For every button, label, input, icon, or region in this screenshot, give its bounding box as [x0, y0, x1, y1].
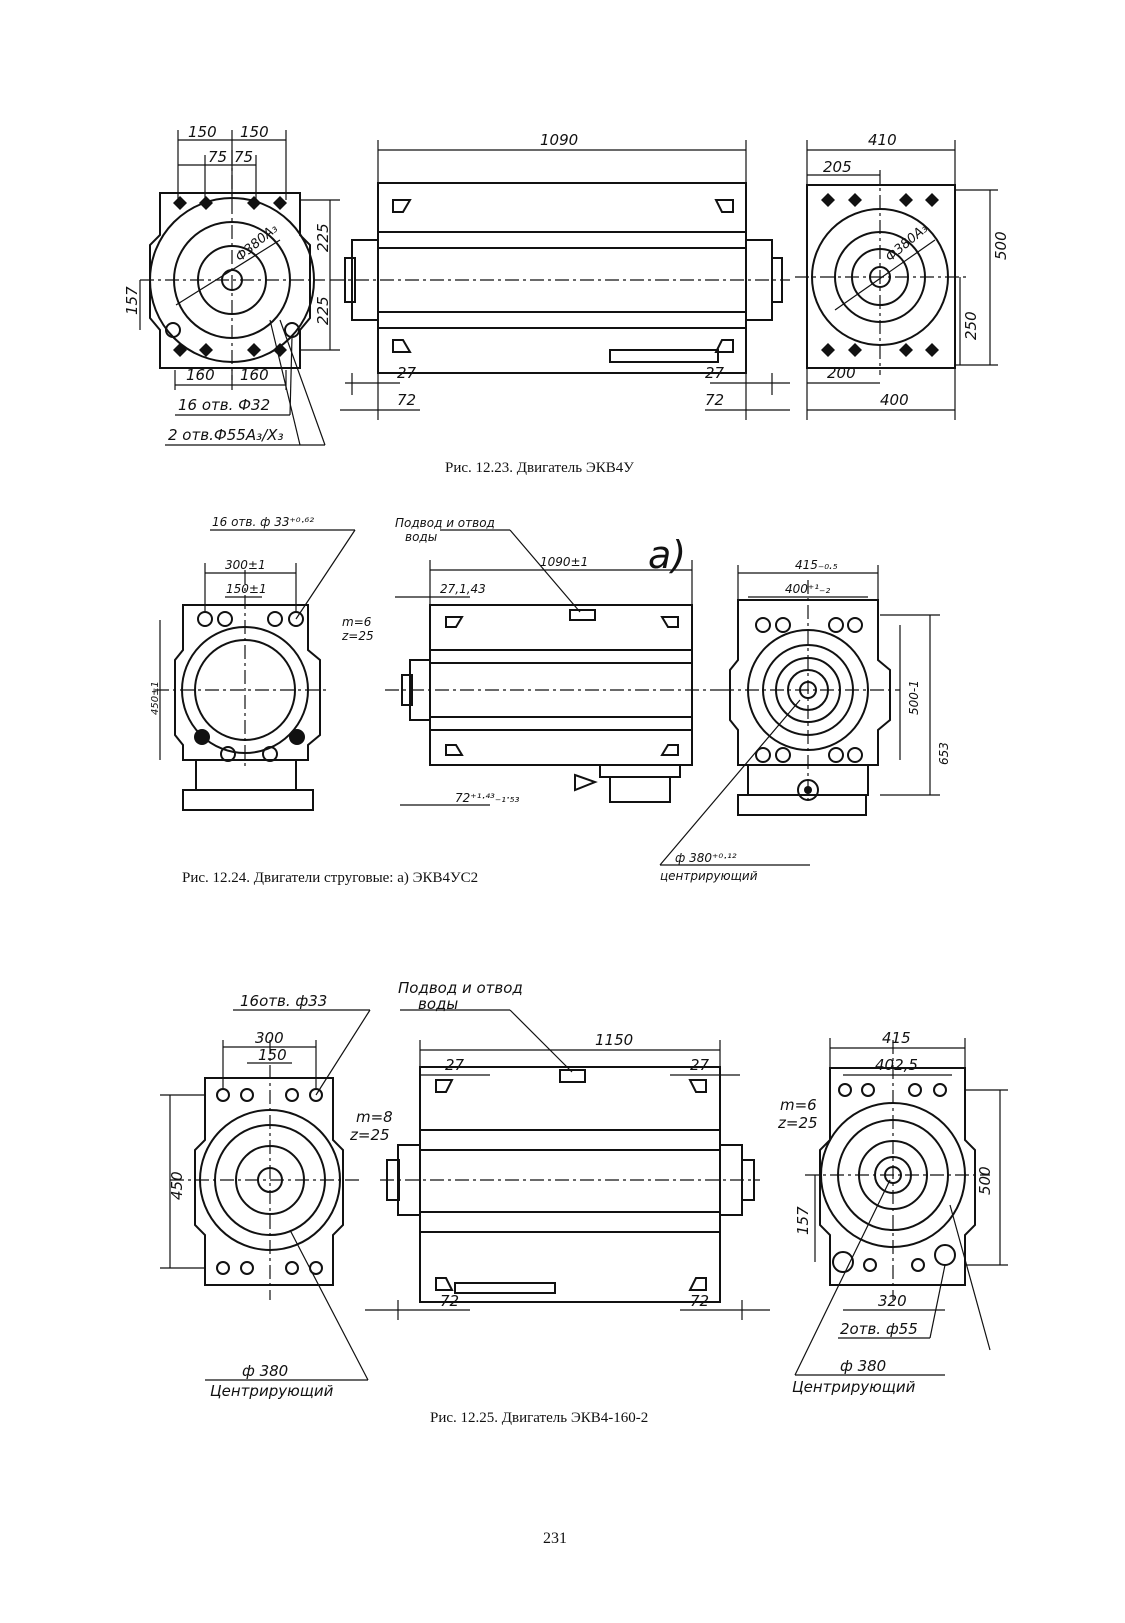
dim: 72 — [705, 391, 724, 409]
fig23-dimension-labels: 150 150 75 75 225 225 157 Ф380A₃ 160 160… — [123, 123, 1010, 444]
dim: Подвод и отвод — [398, 979, 523, 997]
figure-caption: Рис. 12.23. Двигатель ЭКВ4У — [445, 460, 634, 476]
dim: Подвод и отвод — [395, 516, 495, 530]
dim: 200 — [827, 364, 856, 382]
fig25-left-view — [160, 1009, 371, 1381]
dim: 150 — [258, 1046, 287, 1064]
dim: m=8 — [356, 1108, 393, 1126]
dim: z=25 — [349, 1126, 390, 1144]
fig25-right-view — [794, 1038, 1008, 1376]
dim: 157 — [794, 1206, 812, 1235]
figure-12-25: 16отв. ф33 300 150 450 Подвод и отвод во… — [160, 979, 1008, 1400]
dim: m=6 — [342, 615, 372, 629]
fig25-dimension-labels: 16отв. ф33 300 150 450 Подвод и отвод во… — [168, 979, 994, 1400]
dim: 415 — [882, 1029, 911, 1047]
dim: 16 отв. ф 33⁺⁰·⁶² — [212, 515, 314, 529]
fig23-side-view — [330, 140, 790, 420]
fig23-left-view — [139, 130, 340, 446]
dim: 160 — [186, 366, 215, 384]
figure-caption: Рис. 12.24. Двигатели струговые: а) ЭКВ4… — [182, 870, 479, 886]
fig24-side-view — [385, 529, 720, 806]
fig23-bolt-holes-left — [165, 196, 300, 357]
dim: 225 — [314, 296, 332, 325]
dim: 1090 — [540, 131, 578, 149]
dim: 500 — [976, 1166, 994, 1195]
dim: 150±1 — [226, 582, 267, 596]
fig24-left-view — [155, 529, 356, 811]
dim: 300 — [255, 1029, 284, 1047]
dim: 72 — [397, 391, 416, 409]
dim: 320 — [878, 1292, 907, 1310]
dim: 500 — [992, 231, 1010, 260]
dim: 250 — [962, 311, 980, 340]
dim: 150 — [188, 123, 217, 141]
dim: 653 — [937, 742, 951, 765]
dim: 2 отв.Ф55A₃/X₃ — [168, 426, 283, 444]
dim: 75 — [208, 148, 227, 166]
dim: 27 — [705, 364, 725, 382]
dim: ф 380 — [840, 1357, 886, 1375]
dim: 16 отв. Ф32 — [178, 396, 270, 414]
dim: 300±1 — [225, 558, 266, 572]
dim: 2отв. ф55 — [840, 1320, 918, 1338]
dim: 72 — [440, 1292, 459, 1310]
dim: Ф380A₃ — [883, 221, 931, 265]
dim: 225 — [314, 223, 332, 252]
dim: ф 380⁺⁰·¹² — [675, 851, 737, 865]
dim: 27 — [445, 1056, 465, 1074]
dim: 27,1,43 — [440, 582, 486, 596]
fig23-bolt-holes-right — [821, 193, 939, 357]
figure-label-a: а) — [648, 533, 686, 577]
dim: z=25 — [777, 1114, 818, 1132]
figure-12-24: 16 отв. ф 33⁺⁰·⁶² 300±1 150±1 450±1 m=6 … — [150, 515, 951, 883]
dim: 72 — [690, 1292, 709, 1310]
dim: m=6 — [780, 1096, 817, 1114]
page-number: 231 — [543, 1530, 567, 1547]
fig24-right-view — [659, 565, 940, 866]
dim: 402,5 — [875, 1056, 918, 1074]
dim: воды — [418, 995, 458, 1013]
figure-12-23: 150 150 75 75 225 225 157 Ф380A₃ 160 160… — [123, 123, 1010, 446]
dim: 16отв. ф33 — [240, 992, 327, 1010]
dim: 410 — [868, 131, 897, 149]
dim: 72⁺¹·⁴³₋₁·₅₃ — [455, 791, 520, 805]
dim: центрирующий — [660, 869, 758, 883]
dim: z=25 — [341, 629, 374, 643]
dim: 205 — [823, 158, 852, 176]
dim: 450 — [168, 1171, 186, 1200]
dim: 27 — [690, 1056, 710, 1074]
dim: ф 380 — [242, 1362, 288, 1380]
fig25-side-view — [365, 1009, 770, 1320]
dim: 400 — [880, 391, 909, 409]
dim: 1150 — [595, 1031, 633, 1049]
fig24-dimension-labels: 16 отв. ф 33⁺⁰·⁶² 300±1 150±1 450±1 m=6 … — [150, 515, 951, 883]
dim: 450±1 — [150, 681, 161, 715]
fig23-right-view — [795, 140, 998, 420]
dim: 160 — [240, 366, 269, 384]
dim: 150 — [240, 123, 269, 141]
dim: 500-1 — [907, 680, 921, 715]
dim: 1090±1 — [540, 555, 588, 569]
dim: 75 — [234, 148, 253, 166]
dim: 27 — [397, 364, 417, 382]
dim: Центрирующий — [210, 1382, 334, 1400]
dim: Центрирующий — [792, 1378, 916, 1396]
dim: 157 — [123, 286, 141, 315]
dim: 415₋₀.₅ — [795, 558, 838, 572]
dim: 400⁺¹₋₂ — [785, 582, 830, 596]
dim: воды — [405, 530, 437, 544]
figure-caption: Рис. 12.25. Двигатель ЭКВ4-160-2 — [430, 1410, 649, 1426]
